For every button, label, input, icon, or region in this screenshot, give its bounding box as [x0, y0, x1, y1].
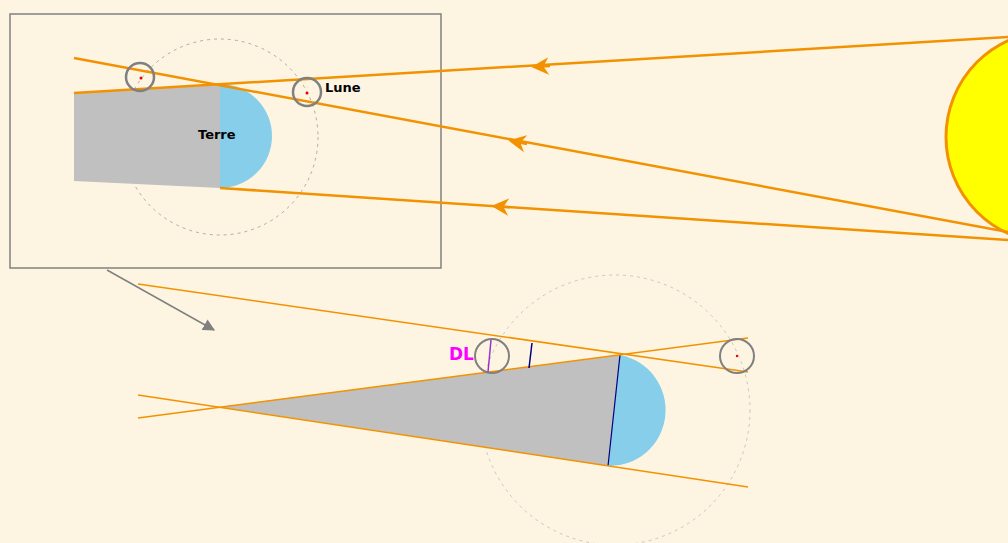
earth [608, 355, 666, 466]
moon [475, 339, 509, 373]
moon [126, 63, 154, 91]
sun-ray [220, 188, 1008, 240]
ray-arrow [517, 142, 527, 144]
moon-label: Lune [325, 81, 361, 94]
umbra-cone [220, 355, 620, 466]
moon [720, 339, 754, 373]
moon-dot [736, 355, 738, 357]
moon-diameter-label: DL [449, 346, 474, 363]
earth-label: Terre [198, 128, 236, 141]
moon-dot [140, 77, 143, 80]
sun-ray [74, 37, 1008, 93]
moon [293, 78, 321, 106]
moon-diameter [488, 340, 491, 372]
sun-ray [138, 395, 748, 487]
inset-frame [10, 14, 441, 268]
sun-ray [138, 338, 748, 418]
ray-arrow [540, 65, 550, 68]
earth-diameter [608, 355, 620, 466]
moon-dot [306, 92, 309, 95]
zoom-arrow [107, 270, 214, 330]
sun-ray [138, 284, 748, 372]
shadow-width [529, 343, 532, 368]
sun [946, 31, 1008, 243]
ray-arrow [500, 205, 510, 208]
